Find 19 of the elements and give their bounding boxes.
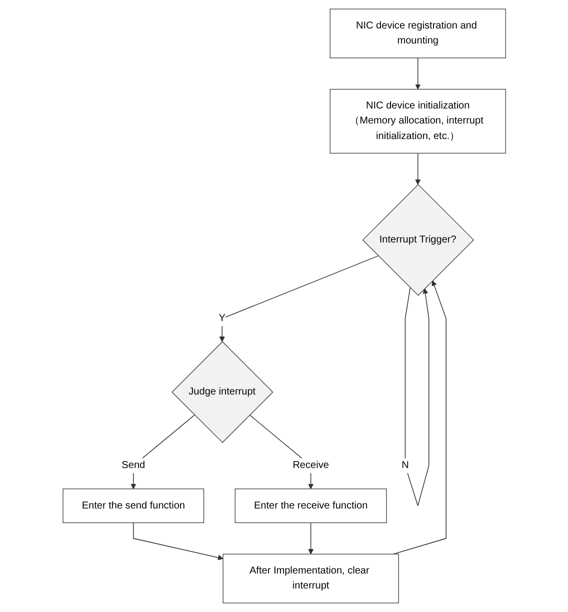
node-box: Enter the send function bbox=[62, 488, 204, 524]
node-box: After Implementation, clear interrupt bbox=[222, 554, 399, 604]
arrow bbox=[219, 255, 378, 342]
arrow bbox=[392, 280, 446, 554]
node-box: Enter the receive function bbox=[234, 488, 386, 524]
arrow bbox=[414, 58, 420, 90]
arrow bbox=[308, 522, 314, 554]
node-diamond: Interrupt Trigger? bbox=[362, 184, 474, 296]
arrow bbox=[404, 287, 429, 506]
node-box: NIC device registration and mounting bbox=[329, 8, 506, 58]
arrow bbox=[132, 522, 223, 560]
edge-label: Send bbox=[121, 460, 145, 471]
node-box: NIC device initialization（Memory allocation, interrupt initialization, etc.） bbox=[329, 88, 506, 154]
node-diamond: Judge interrupt bbox=[171, 341, 273, 443]
edge-label: Receive bbox=[292, 460, 329, 471]
edge-label: Y bbox=[218, 312, 226, 324]
edge-label: N bbox=[401, 460, 409, 471]
arrow bbox=[414, 152, 420, 185]
arrow bbox=[130, 414, 195, 490]
